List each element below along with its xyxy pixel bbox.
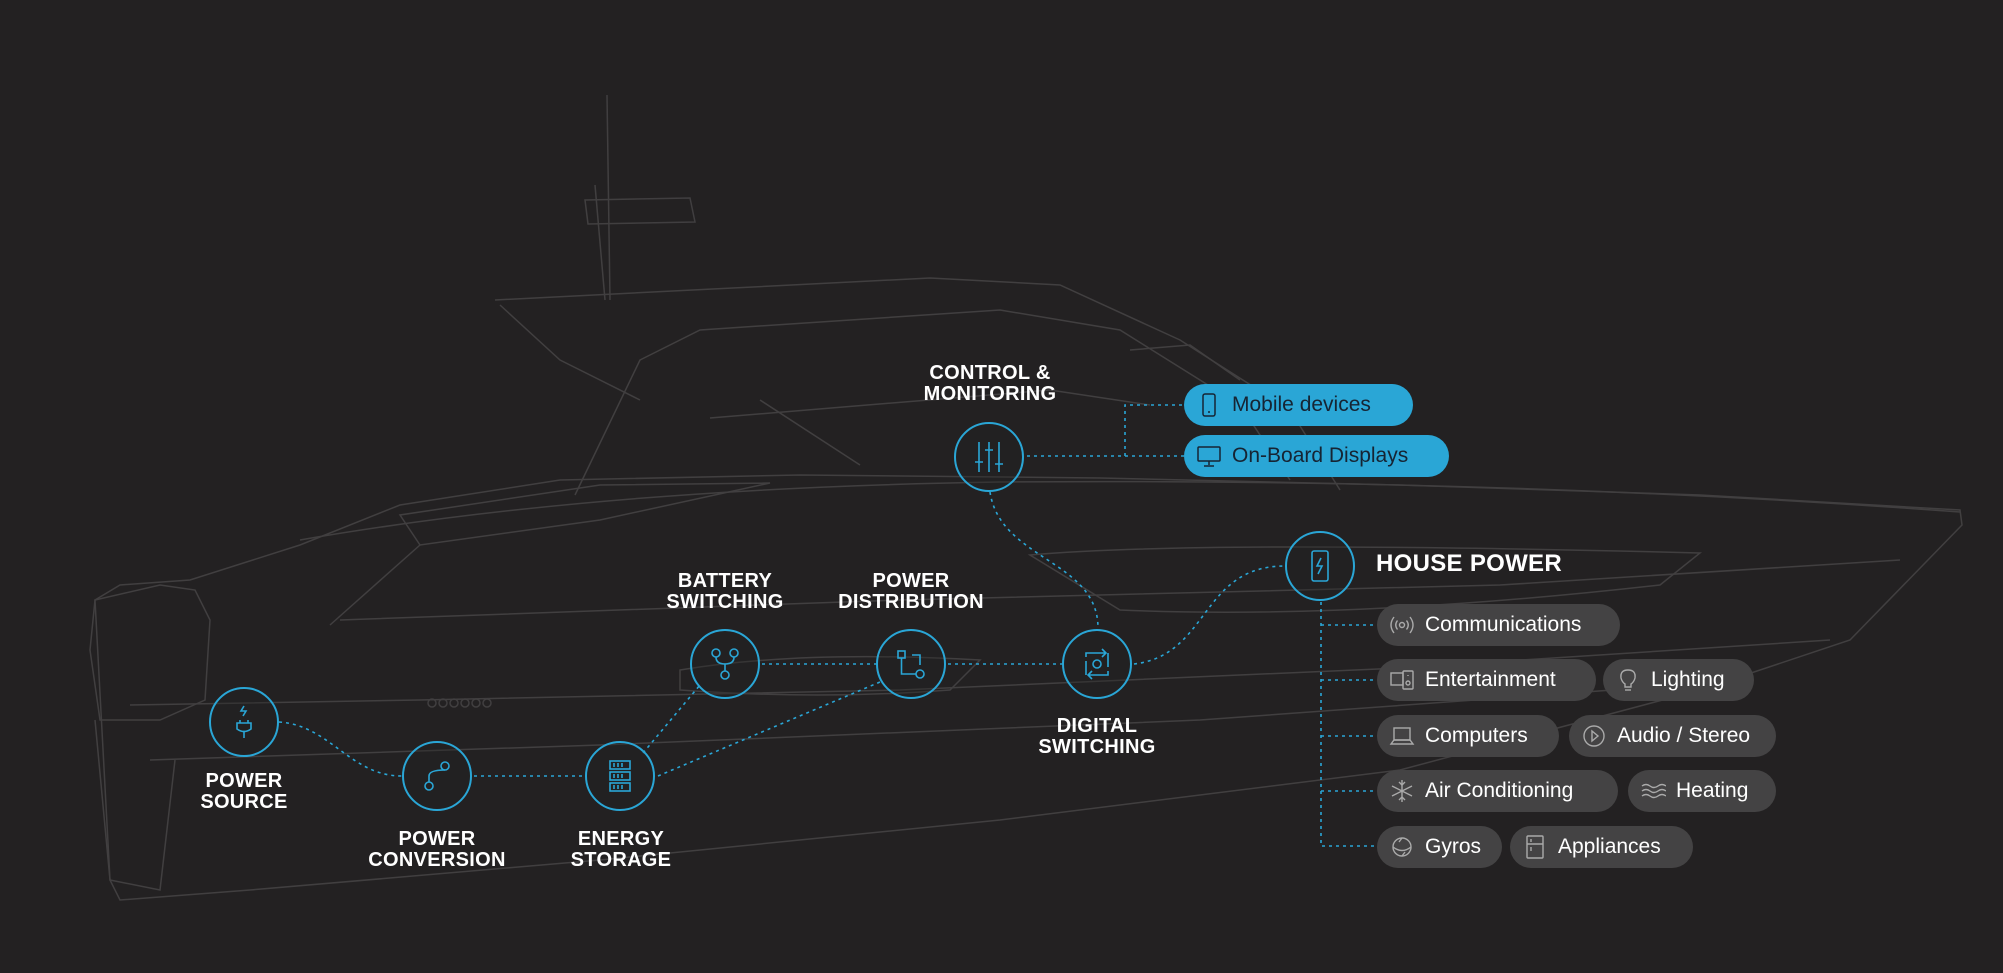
mobile-devices-pill: Mobile devices [1184,384,1413,426]
mobile-icon [1202,393,1216,417]
mobile-devices-label: Mobile devices [1232,393,1371,416]
play-icon [1583,725,1605,747]
house-power-node [1285,531,1355,601]
link-mobile-branch [1124,404,1185,456]
lighting-label: Lighting [1651,668,1725,691]
heat-waves-icon [1641,783,1666,799]
battery-switching-node [690,629,760,699]
battery-switching-label: BATTERY SWITCHING [666,570,784,613]
onboard-displays-label: On-Board Displays [1232,444,1409,467]
control-monitoring-node [954,422,1024,492]
sliders-icon [975,442,1003,472]
power-conversion-label: POWER CONVERSION [368,828,506,871]
power-source-label: POWER SOURCE [200,770,288,813]
speaker-icon [1390,670,1414,690]
appliances-pill: Appliances [1510,826,1693,868]
control-monitoring-label: CONTROL & MONITORING [923,362,1057,405]
branch-icon [424,761,450,791]
power-distribution-label: POWER DISTRIBUTION [838,570,984,613]
digital-switch-icon [1085,648,1109,680]
link-digital-house [1133,565,1286,665]
link-source-conversion [278,721,403,777]
gyros-label: Gyros [1425,835,1482,858]
computers-pill: Computers [1377,715,1559,757]
entertainment-label: Entertainment [1425,668,1556,691]
plug-icon [236,705,252,738]
lightbulb-icon [1620,669,1636,691]
fridge-icon [1526,835,1544,859]
audio-stereo-pill: Audio / Stereo [1569,715,1776,757]
battery-stack-icon [609,760,631,792]
digital-switching-label: DIGITAL SWITCHING [1038,715,1156,758]
link-house-trunk [1320,602,1375,847]
heating-pill: Heating [1628,770,1776,812]
appliances-label: Appliances [1558,835,1661,858]
gyros-pill: Gyros [1377,826,1502,868]
computers-label: Computers [1425,724,1528,747]
entertainment-pill: Entertainment [1377,659,1596,701]
power-source-node [209,687,279,757]
air-conditioning-label: Air Conditioning [1425,779,1574,802]
house-power-title: HOUSE POWER [1376,550,1562,577]
energy-storage-label: ENERGY STORAGE [570,828,672,871]
communications-label: Communications [1425,613,1582,636]
communications-pill: Communications [1377,604,1620,646]
digital-switching-node [1062,629,1132,699]
power-conversion-node [402,741,472,811]
link-control-digital [989,491,1099,629]
audio-stereo-label: Audio / Stereo [1617,724,1751,747]
distribution-icon [897,650,925,679]
lighting-pill: Lighting [1603,659,1754,701]
energy-storage-node [585,741,655,811]
onboard-displays-pill: On-Board Displays [1184,435,1449,477]
laptop-icon [1389,727,1415,745]
heating-label: Heating [1676,779,1749,802]
snowflake-icon [1391,780,1413,802]
link-storage-distribution [657,681,881,777]
broadcast-icon [1390,616,1414,634]
gyro-icon [1392,837,1412,857]
power-phone-icon [1311,550,1329,582]
power-distribution-node [876,629,946,699]
switch-tree-icon [711,648,739,680]
air-conditioning-pill: Air Conditioning [1377,770,1618,812]
link-storage-battery [642,684,701,754]
monitor-icon [1197,446,1221,467]
